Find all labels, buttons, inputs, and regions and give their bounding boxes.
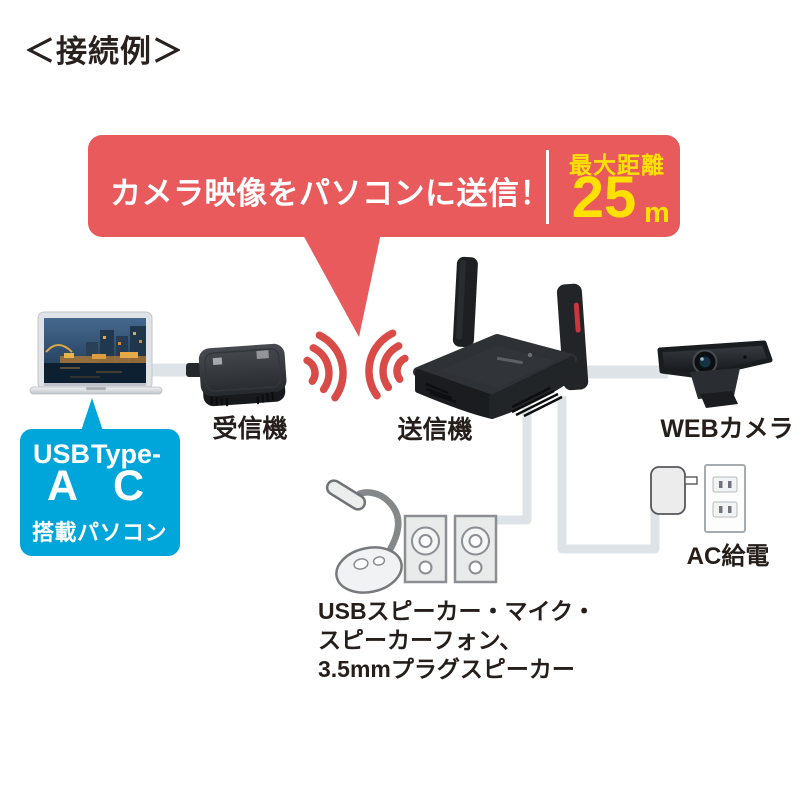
usb-label: USB [33,439,91,469]
max-distance-value: 25 [571,165,637,230]
transmitter-label: 送信機 [397,416,473,444]
page-title: ＜接続例＞ [24,34,184,69]
caption-line-2: スピーカーフォン、 [318,627,523,653]
ac-adapter-icon [650,466,698,515]
type-c-label: C [113,462,145,510]
speech-bubble-tail [302,233,381,337]
ac-outlet-icon [704,464,746,533]
laptop-icon [29,311,163,395]
equipped-pc-label: 搭載パソコン [32,520,168,545]
speech-bubble: カメラ映像をパソコンに送信！ 最大距離 25 m [88,135,680,237]
laptop-screen-cityscape [44,326,146,383]
audio-devices-caption: USBスピーカー・マイク・ スピーカーフォン、 3.5mmプラグスピーカー [318,597,596,684]
usb-type-callout-box: USB Type- A C 搭載パソコン [20,429,180,556]
bubble-divider [546,150,549,224]
max-distance-unit: m [644,197,670,229]
type-label: Type- [91,439,162,469]
antenna-left [452,256,478,348]
usb-box-pointer [81,398,103,431]
type-a-label: A [47,462,79,510]
webcam-icon [657,340,773,408]
caption-line-1: USBスピーカー・マイク・ [318,598,596,624]
caption-line-3: 3.5mmプラグスピーカー [318,656,575,682]
transmitter-device-icon [413,256,589,419]
usb-microphone-icon [325,479,403,594]
bubble-message: カメラ映像をパソコンに送信！ [110,176,551,211]
max-distance-label: 最大距離 [569,152,665,178]
wifi-signal-left-icon [303,331,347,402]
ac-power-label: AC給電 [686,543,770,570]
speakers-icon [403,514,498,584]
transmitter-speaker-cable [490,396,532,525]
transmitter-ac-cable [557,396,660,554]
webcam-label: WEBカメラ [660,415,794,443]
wifi-signal-right-icon [365,329,409,400]
receiver-label: 受信機 [212,415,288,443]
receiver-device-icon [186,343,287,407]
